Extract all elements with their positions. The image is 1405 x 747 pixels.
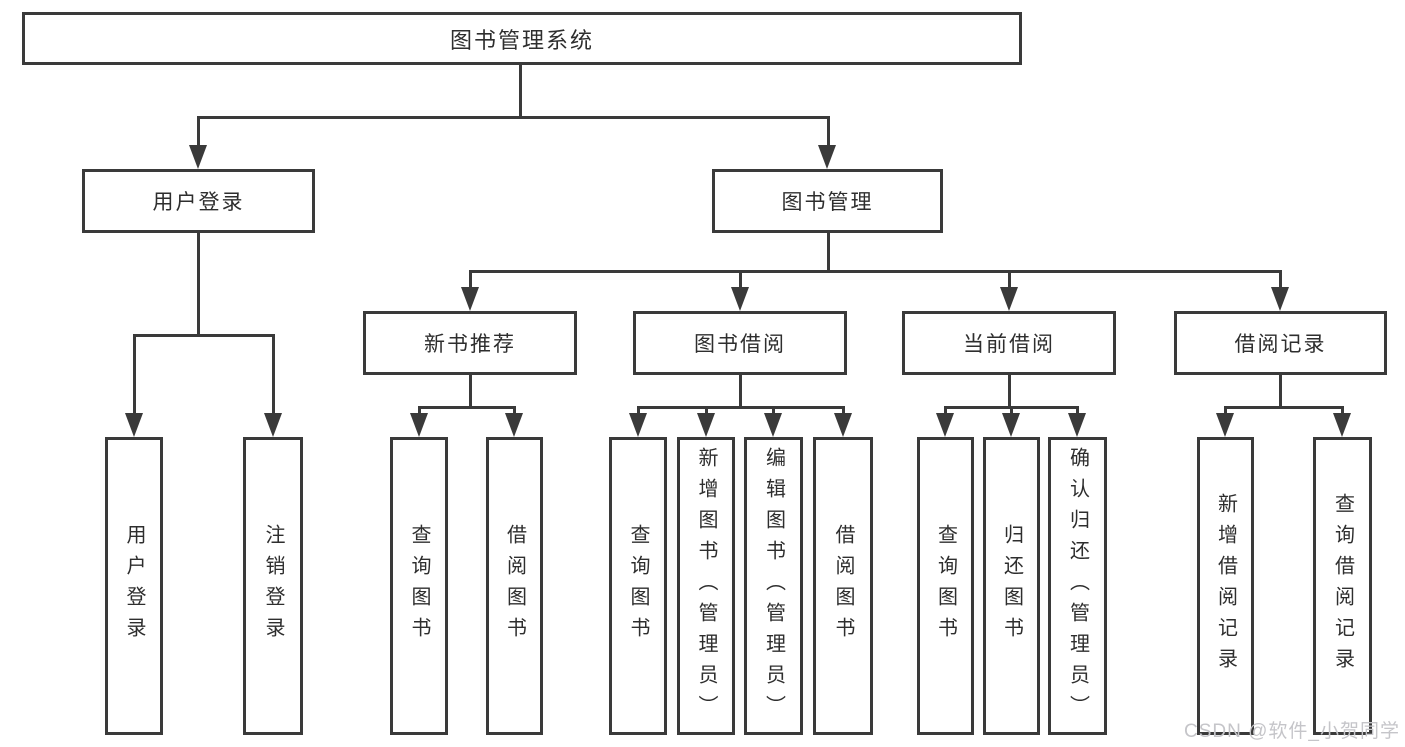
connector-line: [1010, 406, 1013, 416]
connector-line: [944, 406, 947, 416]
arrowhead-down-icon: [1000, 287, 1018, 311]
leaf-return-book: 归还图书: [983, 437, 1040, 735]
connector-line: [842, 406, 845, 416]
node-current-borrow: 当前借阅: [902, 311, 1116, 375]
connector-line: [1341, 406, 1344, 416]
leaf-query-borrow-record: 查询借阅记录: [1313, 437, 1372, 735]
connector-line: [197, 116, 830, 119]
node-user-login: 用户登录: [82, 169, 315, 233]
connector-line: [513, 406, 516, 416]
arrowhead-down-icon: [697, 413, 715, 437]
arrowhead-down-icon: [1216, 413, 1234, 437]
node-book-management: 图书管理: [712, 169, 943, 233]
leaf-query-books-borrow: 查询图书: [609, 437, 667, 735]
arrowhead-down-icon: [461, 287, 479, 311]
leaf-edit-book-admin: 编辑图书（管理员）: [744, 437, 803, 735]
connector-line: [469, 270, 1281, 273]
connector-line: [418, 406, 516, 409]
arrowhead-down-icon: [1271, 287, 1289, 311]
connector-line: [637, 406, 844, 409]
leaf-query-books-recommend: 查询图书: [390, 437, 448, 735]
arrowhead-down-icon: [1068, 413, 1086, 437]
arrowhead-down-icon: [264, 413, 282, 437]
node-new-book-recommend: 新书推荐: [363, 311, 577, 375]
node-book-borrow: 图书借阅: [633, 311, 847, 375]
arrowhead-down-icon: [818, 145, 836, 169]
leaf-borrow-books-recommend: 借阅图书: [486, 437, 543, 735]
arrowhead-down-icon: [764, 413, 782, 437]
connector-line: [1008, 270, 1011, 290]
connector-line: [739, 375, 742, 408]
connector-line: [197, 116, 200, 150]
arrowhead-down-icon: [1333, 413, 1351, 437]
arrowhead-down-icon: [731, 287, 749, 311]
connector-line: [133, 334, 275, 337]
leaf-user-login: 用户登录: [105, 437, 163, 735]
arrowhead-down-icon: [834, 413, 852, 437]
leaf-borrow-books-borrow: 借阅图书: [813, 437, 873, 735]
leaf-query-books-current: 查询图书: [917, 437, 974, 735]
leaf-add-borrow-record: 新增借阅记录: [1197, 437, 1254, 735]
arrowhead-down-icon: [505, 413, 523, 437]
arrowhead-down-icon: [189, 145, 207, 169]
connector-line: [1008, 375, 1011, 408]
arrowhead-down-icon: [410, 413, 428, 437]
csdn-watermark: CSDN @软件_小贺同学: [1184, 721, 1400, 742]
connector-line: [827, 233, 830, 272]
connector-line: [637, 406, 640, 416]
connector-line: [272, 334, 275, 415]
node-root: 图书管理系统: [22, 12, 1022, 65]
connector-line: [705, 406, 708, 416]
arrowhead-down-icon: [125, 413, 143, 437]
connector-line: [772, 406, 775, 416]
connector-line: [1224, 406, 1343, 409]
arrowhead-down-icon: [936, 413, 954, 437]
connector-line: [197, 233, 200, 336]
leaf-add-book-admin: 新增图书（管理员）: [677, 437, 735, 735]
connector-line: [739, 270, 742, 290]
connector-line: [1279, 270, 1282, 290]
connector-line: [469, 270, 472, 290]
connector-line: [1076, 406, 1079, 416]
connector-line: [1224, 406, 1227, 416]
connector-line: [519, 64, 522, 118]
connector-line: [133, 334, 136, 415]
connector-line: [418, 406, 421, 416]
arrowhead-down-icon: [1002, 413, 1020, 437]
leaf-logout: 注销登录: [243, 437, 303, 735]
connector-line: [827, 116, 830, 150]
arrowhead-down-icon: [629, 413, 647, 437]
connector-line: [469, 375, 472, 408]
connector-line: [1279, 375, 1282, 408]
leaf-confirm-return-admin: 确认归还（管理员）: [1048, 437, 1107, 735]
node-borrow-records: 借阅记录: [1174, 311, 1387, 375]
